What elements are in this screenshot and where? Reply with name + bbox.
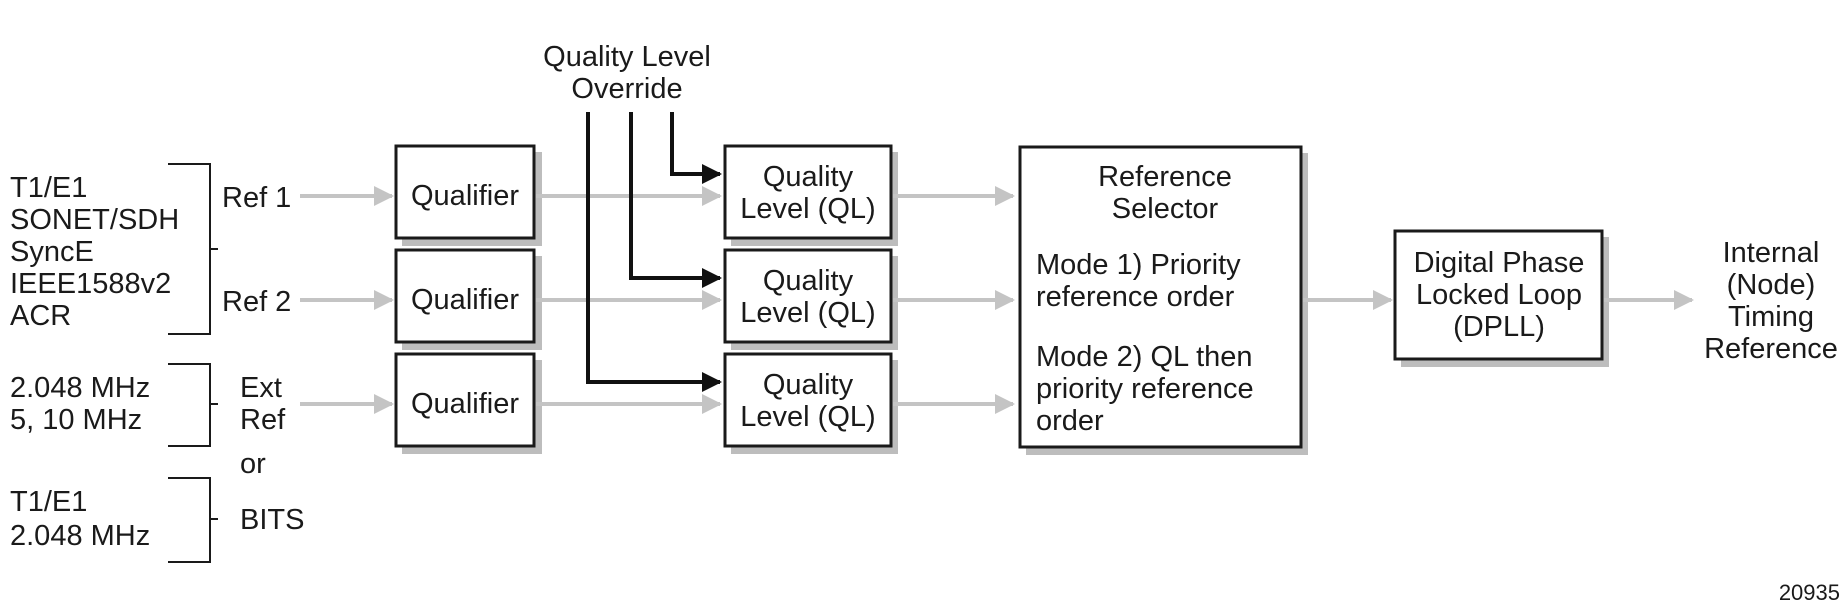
source-sonet-sdh: SONET/SDH: [10, 204, 179, 236]
qualifier-box-2: [394, 248, 536, 344]
reference-selector-title-line2: Selector: [1112, 193, 1219, 225]
source-acr: ACR: [10, 300, 71, 332]
dpll-box: [1393, 229, 1604, 361]
mode2-line2: priority reference: [1036, 373, 1254, 405]
output-line4: Reference: [1704, 333, 1838, 365]
output-line1: Internal: [1723, 237, 1820, 269]
override-arrow-to-ql3: [586, 112, 722, 392]
bits-label: BITS: [240, 504, 304, 536]
override-arrow-to-ql2: [629, 112, 722, 288]
dpll-line1: Digital Phase: [1414, 247, 1585, 279]
source-5-10mhz: 5, 10 MHz: [10, 404, 142, 436]
source-bits-t1e1: T1/E1: [10, 486, 87, 518]
ql-box-1-line2: Level (QL): [740, 193, 875, 225]
reference-selector-title-line1: Reference: [1098, 161, 1232, 193]
dpll-line2: Locked Loop: [1416, 279, 1582, 311]
ql-box-2: [723, 248, 893, 344]
source-group1-bracket: [168, 163, 218, 335]
source-synce: SyncE: [10, 236, 94, 268]
ext-ref-label-line1: Ext: [240, 372, 282, 404]
output-line2: (Node): [1727, 269, 1816, 301]
qualifier-box-1: [394, 144, 536, 240]
ql-box-1-line1: Quality: [763, 161, 854, 193]
source-ieee1588v2: IEEE1588v2: [10, 268, 171, 300]
mode1-line1: Mode 1) Priority: [1036, 249, 1241, 281]
ref1-label: Ref 1: [222, 182, 291, 214]
source-group2-bracket: [168, 363, 218, 447]
ql-box-3: [723, 352, 893, 448]
figure-id: 20935: [1779, 580, 1840, 605]
ext-ref-label-line2: Ref: [240, 404, 286, 436]
qualifier-box-2-label: Qualifier: [411, 284, 519, 316]
source-t1e1: T1/E1: [10, 172, 87, 204]
source-2048mhz: 2.048 MHz: [10, 372, 150, 404]
override-label-line2: Override: [571, 73, 682, 105]
mode2-line3: order: [1036, 405, 1104, 437]
qualifier-box-3: [394, 352, 536, 448]
or-label: or: [240, 448, 266, 480]
ql-box-2-line1: Quality: [763, 265, 854, 297]
dpll-line3: (DPLL): [1453, 311, 1545, 343]
ref2-label: Ref 2: [222, 286, 291, 318]
override-arrow-to-ql1: [670, 112, 722, 184]
mode1-line2: reference order: [1036, 281, 1235, 313]
qualifier-box-3-label: Qualifier: [411, 388, 519, 420]
mode2-line1: Mode 2) QL then: [1036, 341, 1253, 373]
reference-selector-box: [1018, 145, 1303, 449]
qualifier-box-1-label: Qualifier: [411, 180, 519, 212]
ql-box-1: [723, 144, 893, 240]
ql-box-3-line2: Level (QL): [740, 401, 875, 433]
output-line3: Timing: [1728, 301, 1814, 333]
override-label-line1: Quality Level: [543, 41, 711, 73]
ql-box-3-line1: Quality: [763, 369, 854, 401]
ql-box-2-line2: Level (QL): [740, 297, 875, 329]
source-group3-bracket: [168, 477, 218, 563]
source-bits-2048mhz: 2.048 MHz: [10, 520, 150, 552]
